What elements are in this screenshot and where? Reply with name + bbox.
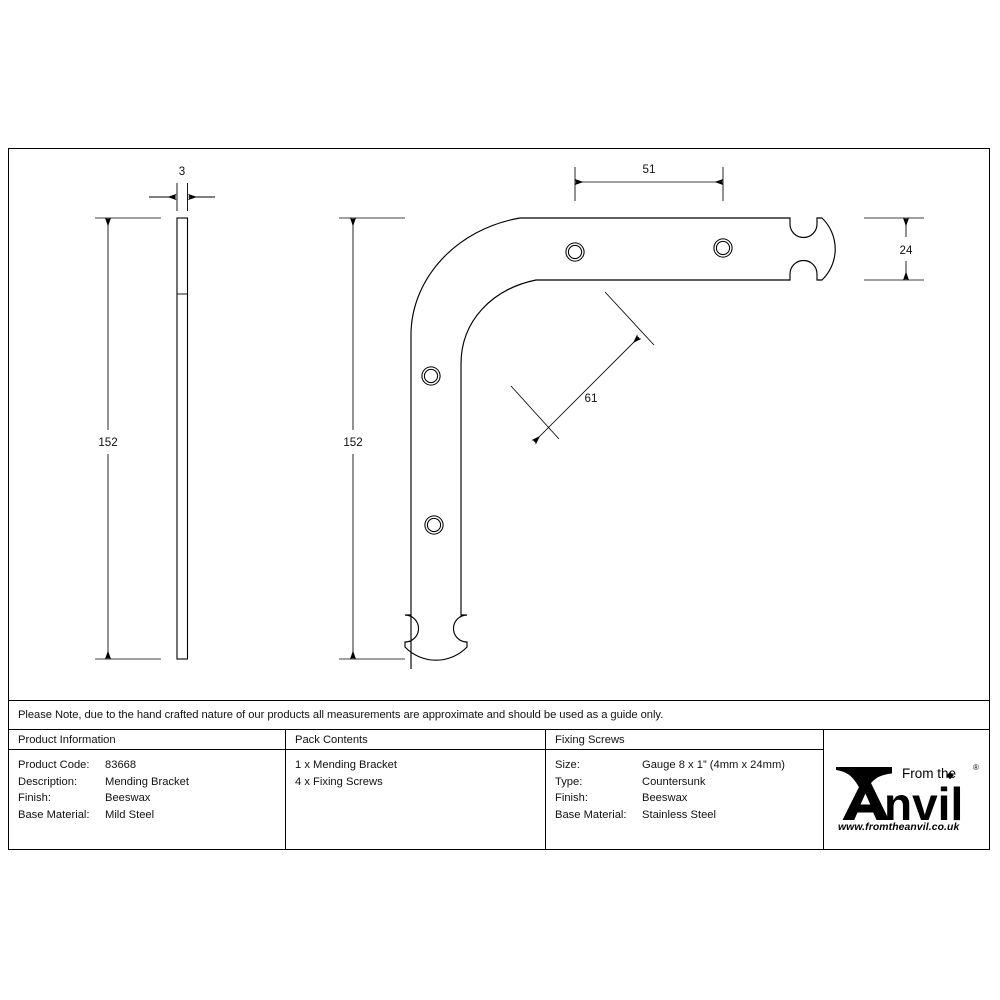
from-the-anvil-logo: From the ® nvil www.fromtheanvil.co.uk [836, 763, 979, 832]
pack-contents-body: 1 x Mending Bracket 4 x Fixing Screws [286, 750, 545, 791]
finish-label: Finish: [18, 792, 51, 805]
technical-drawing-frame: 3 152 51 24 152 61 [8, 148, 990, 701]
dimension-label-152-face: 152 [343, 436, 362, 449]
description-value: Mending Bracket [105, 775, 189, 788]
table-row: Finish: Beeswax [555, 790, 823, 807]
fixing-screws-heading: Fixing Screws [546, 730, 823, 750]
product-code-label: Product Code: [18, 759, 90, 771]
pack-contents-column: Pack Contents 1 x Mending Bracket 4 x Fi… [286, 730, 546, 849]
dimension-hole-spacing-51 [574, 167, 724, 201]
screw-hole-lower-upper [421, 366, 441, 386]
fixing-screws-body: Size: Gauge 8 x 1” (4mm x 24mm) Type: Co… [546, 750, 823, 823]
brand-logo-column: From the ® nvil www.fromtheanvil.co.uk [824, 730, 988, 849]
table-row: Size: Gauge 8 x 1” (4mm x 24mm) [555, 757, 823, 774]
screw-finish-value: Beeswax [642, 792, 688, 805]
bracket-outline [404, 217, 836, 669]
face-elevation-view [404, 217, 836, 669]
list-item: 1 x Mending Bracket [295, 759, 397, 771]
table-row: Base Material: Mild Steel [18, 807, 285, 824]
screw-hole-top-right [713, 238, 733, 258]
brand-logo: From the ® nvil www.fromtheanvil.co.uk [824, 730, 988, 849]
dimension-label-24: 24 [900, 244, 913, 257]
dimension-arm-width-24 [864, 217, 924, 281]
pack-contents-heading: Pack Contents [286, 730, 545, 750]
side-elevation-view [176, 217, 189, 660]
logo-registered-mark: ® [973, 763, 979, 772]
table-row: Type: Countersunk [555, 774, 823, 791]
logo-letter-a [842, 781, 889, 820]
table-row: Finish: Beeswax [18, 790, 285, 807]
side-elevation-body [176, 217, 189, 660]
list-item: 4 x Fixing Screws [295, 775, 383, 788]
anvil-icon [836, 766, 892, 789]
base-material-label: Base Material: [18, 808, 90, 821]
measurement-disclaimer-text: Please Note, due to the hand crafted nat… [18, 709, 664, 721]
dimension-label-61: 61 [585, 392, 598, 405]
fixing-screws-column: Fixing Screws Size: Gauge 8 x 1” (4mm x … [546, 730, 824, 849]
screw-size-label: Size: [555, 759, 580, 771]
dimension-side-length-152 [95, 217, 161, 660]
screw-size-value: Gauge 8 x 1” (4mm x 24mm) [642, 759, 785, 771]
product-information-body: Product Code: 83668 Description: Mending… [9, 750, 285, 823]
measurement-disclaimer-bar: Please Note, due to the hand crafted nat… [8, 701, 990, 730]
dimension-label-152-side: 152 [98, 436, 117, 449]
screw-base-material-value: Stainless Steel [642, 808, 717, 821]
screw-base-material-label: Base Material: [555, 808, 627, 821]
logo-line-top: From the [902, 766, 956, 781]
dimension-corner-61 [510, 291, 655, 445]
dimension-face-height-152 [339, 217, 405, 660]
screw-type-label: Type: [555, 775, 583, 788]
logo-url: www.fromtheanvil.co.uk [838, 822, 960, 832]
table-row: Description: Mending Bracket [18, 774, 285, 791]
screw-finish-label: Finish: [555, 792, 588, 805]
product-info-table: Product Information Product Code: 83668 … [8, 730, 990, 850]
product-information-heading: Product Information [9, 730, 285, 750]
table-row: Base Material: Stainless Steel [555, 807, 823, 824]
dimension-thickness-3 [149, 183, 215, 211]
description-label: Description: [18, 775, 78, 788]
logo-wordmark: nvil [884, 778, 963, 830]
finish-value: Beeswax [105, 792, 151, 805]
screw-hole-lower-lower [424, 515, 444, 535]
technical-drawing: 3 152 51 24 152 61 [95, 163, 924, 669]
base-material-value: Mild Steel [105, 808, 155, 821]
product-code-value: 83668 [105, 759, 137, 771]
screw-type-value: Countersunk [642, 775, 706, 788]
dimension-label-51: 51 [643, 163, 656, 176]
screw-hole-top-left [565, 242, 585, 262]
dimension-label-3: 3 [179, 165, 185, 178]
product-information-column: Product Information Product Code: 83668 … [9, 730, 286, 849]
table-row: Product Code: 83668 [18, 757, 285, 774]
